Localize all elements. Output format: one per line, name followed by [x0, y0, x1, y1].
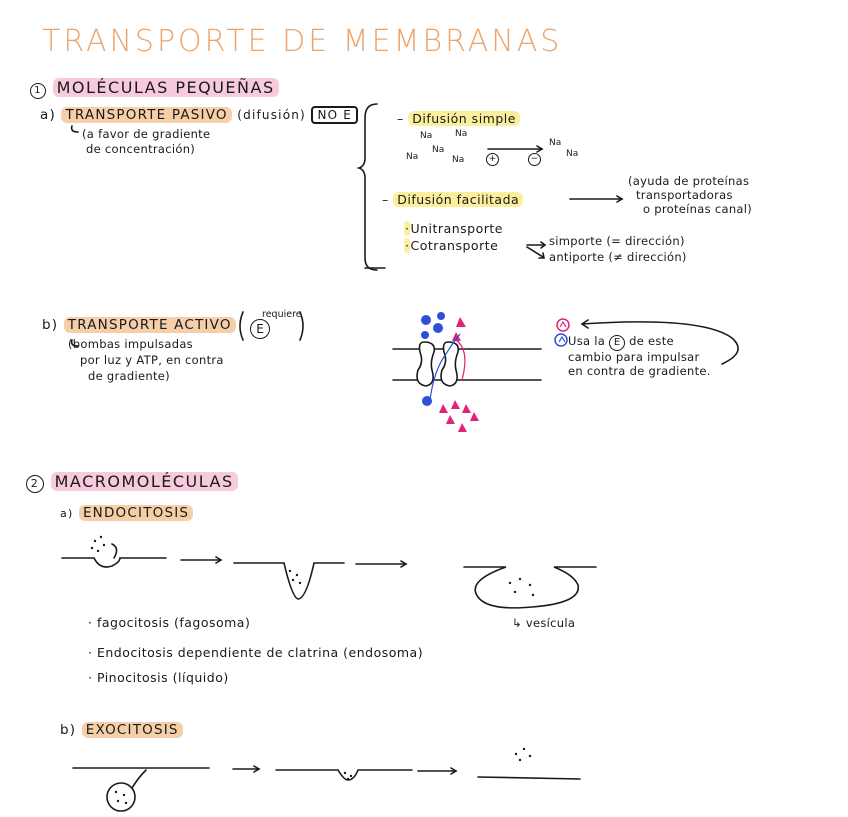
membrane-fusion: [276, 770, 412, 780]
arrow-icon: [582, 322, 738, 364]
membrane-line: [478, 777, 580, 779]
brace-icon: [359, 104, 377, 270]
vesicle-formation: [464, 567, 596, 608]
arrow-note-icon: [72, 340, 78, 346]
membrane-invagination-2: [234, 563, 344, 599]
vesicle-icon: [107, 783, 135, 811]
arrow-note-icon: [72, 126, 78, 132]
membrane-invagination-1: [62, 558, 166, 567]
